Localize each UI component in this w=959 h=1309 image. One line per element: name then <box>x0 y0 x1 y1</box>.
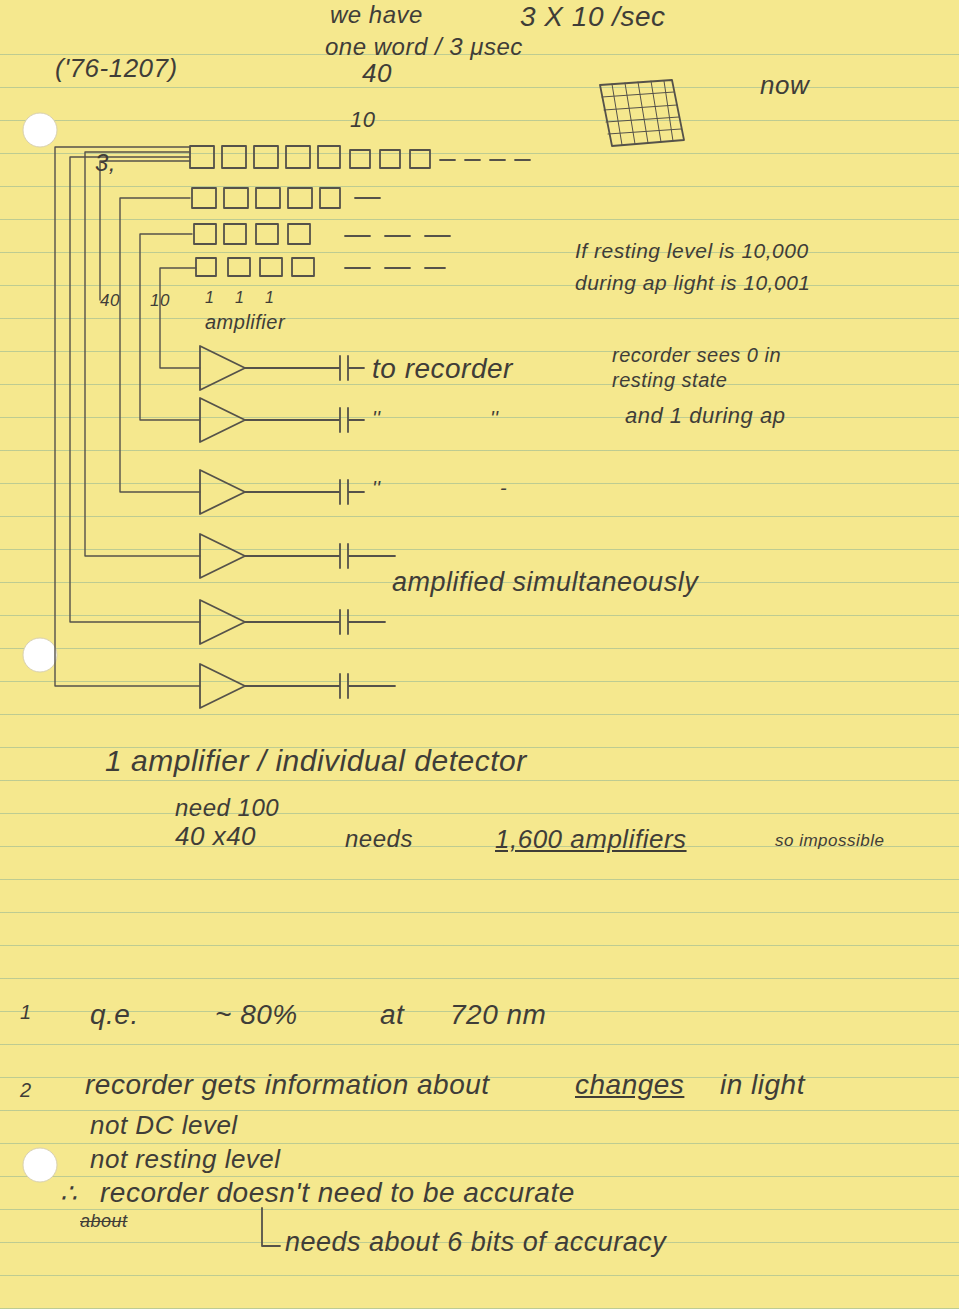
handwritten-note: not resting level <box>90 1146 281 1173</box>
handwritten-note: 3, <box>95 150 116 175</box>
handwritten-note: need 100 <box>175 795 279 820</box>
handwritten-note: 3 X 10 /sec <box>520 2 666 31</box>
handwritten-note: to recorder <box>372 354 513 383</box>
detector-array <box>190 146 530 276</box>
handwritten-note: If resting level is 10,000 <box>575 240 809 262</box>
handwritten-note: 40 <box>100 292 120 310</box>
handwritten-note: ∴ <box>60 1180 78 1207</box>
handwritten-note: 1 <box>235 290 244 307</box>
handwritten-note: in light <box>720 1070 805 1099</box>
handwritten-note: ~ 80% <box>215 1000 298 1029</box>
handwritten-note: one word / 3 μsec <box>325 34 523 59</box>
handwritten-note: recorder doesn't need to be accurate <box>100 1178 575 1207</box>
punch-hole <box>23 113 57 147</box>
handwritten-note: amplifier <box>205 312 285 333</box>
handwritten-note: 1,600 amplifiers <box>495 826 687 853</box>
handwritten-note: 2 <box>20 1080 32 1101</box>
handwritten-note: so impossible <box>775 832 885 850</box>
handwritten-note: about <box>80 1212 128 1231</box>
handwritten-note: needs about 6 bits of accuracy <box>285 1228 666 1256</box>
handwritten-note: q.e. <box>90 1000 139 1029</box>
handwritten-note: - <box>500 478 507 499</box>
handwritten-note: 1 amplifier / individual detector <box>105 745 527 777</box>
handwritten-note: and 1 during ap <box>625 404 785 427</box>
amplifier-symbol <box>200 346 395 708</box>
grid-sketch <box>600 80 684 146</box>
handwritten-note: during ap light is 10,001 <box>575 272 811 294</box>
handwritten-note: 40 x40 <box>175 823 256 850</box>
handwritten-note: at <box>380 1000 404 1029</box>
punch-hole <box>23 638 57 672</box>
signal-wire <box>55 147 200 686</box>
handwritten-note: ('76-1207) <box>55 55 178 82</box>
handwritten-note: amplified simultaneously <box>392 568 698 596</box>
punch-hole <box>23 1148 57 1182</box>
handwritten-note: 40 <box>362 60 392 87</box>
handwritten-note: '' <box>372 478 381 499</box>
handwritten-note: not DC level <box>90 1112 238 1139</box>
handwritten-note: '' <box>490 408 499 429</box>
handwritten-note: '' <box>372 408 381 429</box>
handwritten-note: 1 <box>265 290 274 307</box>
handwritten-note: needs <box>345 826 413 851</box>
handwritten-note: resting state <box>612 370 727 391</box>
handwritten-note: we have <box>330 2 423 27</box>
handwritten-note: recorder gets information about <box>85 1070 490 1099</box>
handwritten-note: 1 <box>20 1002 32 1023</box>
handwritten-note: now <box>760 72 809 99</box>
handwritten-note: recorder sees 0 in <box>612 345 781 366</box>
handwritten-note: 720 nm <box>450 1000 546 1029</box>
handwritten-note: 1 <box>205 290 214 307</box>
bracket <box>262 1208 280 1246</box>
handwritten-note: 10 <box>350 108 375 131</box>
handwritten-note: 10 <box>150 292 170 310</box>
handwritten-note: changes <box>575 1070 684 1099</box>
